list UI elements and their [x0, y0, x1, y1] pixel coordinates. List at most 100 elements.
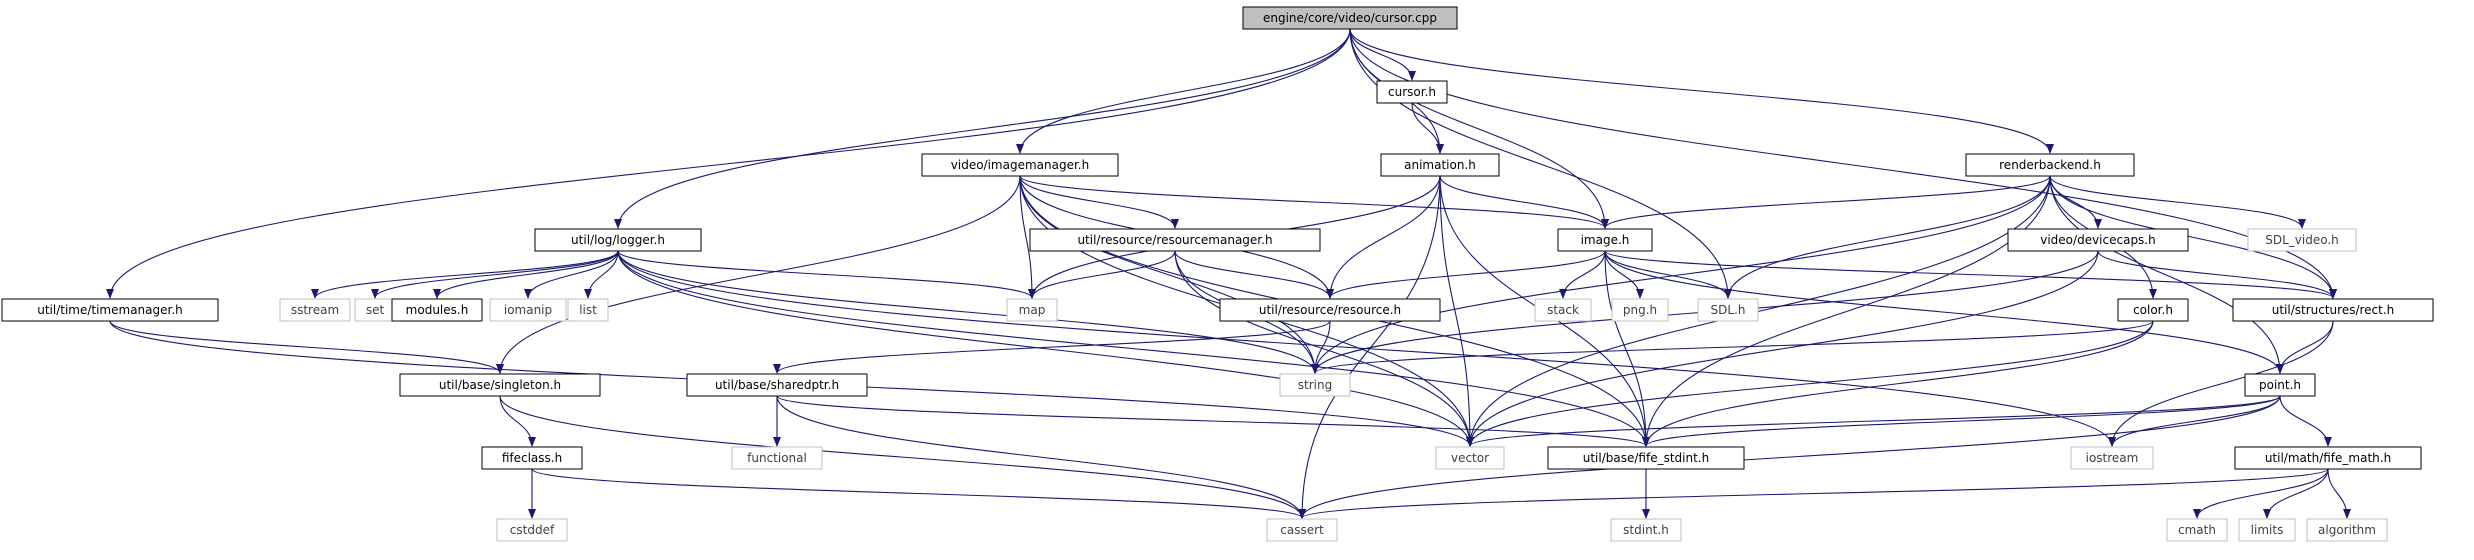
edge-point_h-to-vector	[1466, 395, 2281, 447]
node-imagemanager-h[interactable]: video/imagemanager.h	[921, 153, 1119, 177]
node-resource-h[interactable]: util/resource/resource.h	[1219, 298, 1441, 322]
node-label: util/log/logger.h	[571, 233, 665, 247]
node-resourcemanager-h[interactable]: util/resource/resourcemanager.h	[1029, 228, 1321, 252]
edge-point_h-to-cassert	[1298, 395, 2281, 519]
node-map: map	[1006, 298, 1058, 322]
node-vector: vector	[1435, 446, 1505, 470]
node-image-h[interactable]: image.h	[1557, 228, 1653, 252]
node-label: util/structures/rect.h	[2272, 303, 2395, 317]
edge-resource_h-to-sharedptr_h	[773, 320, 1331, 374]
node-label: SDL.h	[1711, 303, 1746, 317]
node-fife-math-h[interactable]: util/math/fife_math.h	[2234, 446, 2422, 470]
node-string: string	[1279, 373, 1351, 397]
node-box	[496, 518, 568, 542]
node-png-h: png.h	[1611, 298, 1669, 322]
edge-renderbackend_h-to-sdl_h	[1724, 175, 2051, 299]
node-sharedptr-h[interactable]: util/base/sharedptr.h	[686, 373, 868, 397]
edge-point_h-to-fife_stdint_h	[1642, 395, 2281, 447]
node-rect-h[interactable]: util/structures/rect.h	[2232, 298, 2434, 322]
node-cursor-cpp[interactable]: engine/core/video/cursor.cpp	[1242, 6, 1458, 30]
edge-fife_math_h-to-cassert	[1298, 468, 2329, 519]
node-box	[1697, 298, 1759, 322]
node-animation-h[interactable]: animation.h	[1380, 153, 1500, 177]
edge-cursor_cpp-to-renderbackend_h	[1349, 28, 2054, 154]
edge-singleton_h-to-fifeclass_h	[499, 395, 536, 447]
node-label: string	[1298, 378, 1332, 392]
edge-color_h-to-fife_stdint_h	[1642, 320, 2154, 447]
edge-animation_h-to-image_h	[1439, 175, 1609, 229]
node-box	[2247, 228, 2357, 252]
node-box	[279, 298, 351, 322]
node-color-h[interactable]: color.h	[2117, 298, 2189, 322]
edge-image_h-to-point_h	[1604, 250, 2284, 374]
edge-fife_math_h-to-cmath	[2193, 468, 2329, 519]
node-iostream: iostream	[2070, 446, 2154, 470]
node-renderbackend-h[interactable]: renderbackend.h	[1965, 153, 2135, 177]
node-box	[1557, 228, 1653, 252]
edge-fife_math_h-to-limits	[2263, 468, 2329, 519]
edge-cursor_cpp-to-logger_h	[614, 28, 1351, 229]
node-label: util/base/fife_stdint.h	[1583, 451, 1709, 465]
node-box	[1219, 298, 1441, 322]
node-box	[2166, 518, 2228, 542]
node-fife-stdint-h[interactable]: util/base/fife_stdint.h	[1547, 446, 1745, 470]
edge-image_h-to-fife_stdint_h	[1604, 250, 1650, 447]
edge-timemanager_h-to-singleton_h	[109, 320, 504, 374]
node-box	[481, 446, 583, 470]
node-box	[489, 298, 567, 322]
edge-point_h-to-fife_math_h	[2279, 395, 2332, 447]
node-label: cstddef	[510, 523, 555, 537]
edge-imagemanager_h-to-image_h	[1019, 175, 1609, 229]
node-label: fifeclass.h	[502, 451, 562, 465]
node-timemanager-h[interactable]: util/time/timemanager.h	[1, 298, 219, 322]
node-box	[686, 373, 868, 397]
edge-cursor_cpp-to-image_h	[1349, 28, 1609, 229]
edge-logger_h-to-modules_h	[433, 250, 619, 299]
node-limits: limits	[2238, 518, 2296, 542]
node-singleton-h[interactable]: util/base/singleton.h	[399, 373, 601, 397]
node-label: engine/core/video/cursor.cpp	[1263, 11, 1437, 25]
edge-logger_h-to-vector	[617, 250, 1474, 447]
node-box	[731, 446, 823, 470]
node-label: functional	[747, 451, 807, 465]
node-box	[2007, 228, 2189, 252]
edge-imagemanager_h-to-singleton_h	[496, 175, 1021, 374]
edge-logger_h-to-sstream	[311, 250, 619, 299]
node-point-h[interactable]: point.h	[2244, 373, 2316, 397]
edge-logger_h-to-string	[617, 250, 1319, 374]
edge-fifeclass_h-to-cassert	[531, 468, 1306, 519]
node-devicecaps-h[interactable]: video/devicecaps.h	[2007, 228, 2189, 252]
node-label: util/math/fife_math.h	[2265, 451, 2391, 465]
node-label: image.h	[1581, 233, 1630, 247]
node-box	[2232, 298, 2434, 322]
node-box	[534, 228, 702, 252]
node-label: video/devicecaps.h	[2040, 233, 2155, 247]
node-algorithm: algorithm	[2306, 518, 2388, 542]
node-label: animation.h	[1404, 158, 1476, 172]
edge-devicecaps_h-to-rect_h	[2097, 250, 2337, 299]
node-box	[1965, 153, 2135, 177]
node-iomanip: iomanip	[489, 298, 567, 322]
node-fifeclass-h[interactable]: fifeclass.h	[481, 446, 583, 470]
edge-renderbackend_h-to-image_h	[1601, 175, 2051, 229]
node-label: sstream	[291, 303, 339, 317]
node-label: limits	[2251, 523, 2284, 537]
node-label: util/time/timemanager.h	[37, 303, 183, 317]
node-logger-h[interactable]: util/log/logger.h	[534, 228, 702, 252]
node-label: map	[1019, 303, 1046, 317]
node-label: iomanip	[504, 303, 552, 317]
edge-renderbackend_h-to-fife_stdint_h	[1642, 175, 2051, 447]
edge-rect_h-to-iostream	[2108, 320, 2334, 447]
node-cursor-h[interactable]: cursor.h	[1376, 80, 1448, 104]
node-modules-h[interactable]: modules.h	[391, 298, 483, 322]
edge-sharedptr_h-to-cassert	[776, 395, 1306, 519]
node-box	[1242, 6, 1458, 30]
node-box	[1266, 518, 1338, 542]
node-box	[1029, 228, 1321, 252]
node-box	[1376, 80, 1448, 104]
edge-imagemanager_h-to-string	[1019, 175, 1319, 374]
edge-cursor_cpp-to-timemanager_h	[106, 28, 1351, 299]
node-cmath: cmath	[2166, 518, 2228, 542]
node-label: vector	[1451, 451, 1489, 465]
edge-image_h-to-rect_h	[1604, 250, 2337, 299]
